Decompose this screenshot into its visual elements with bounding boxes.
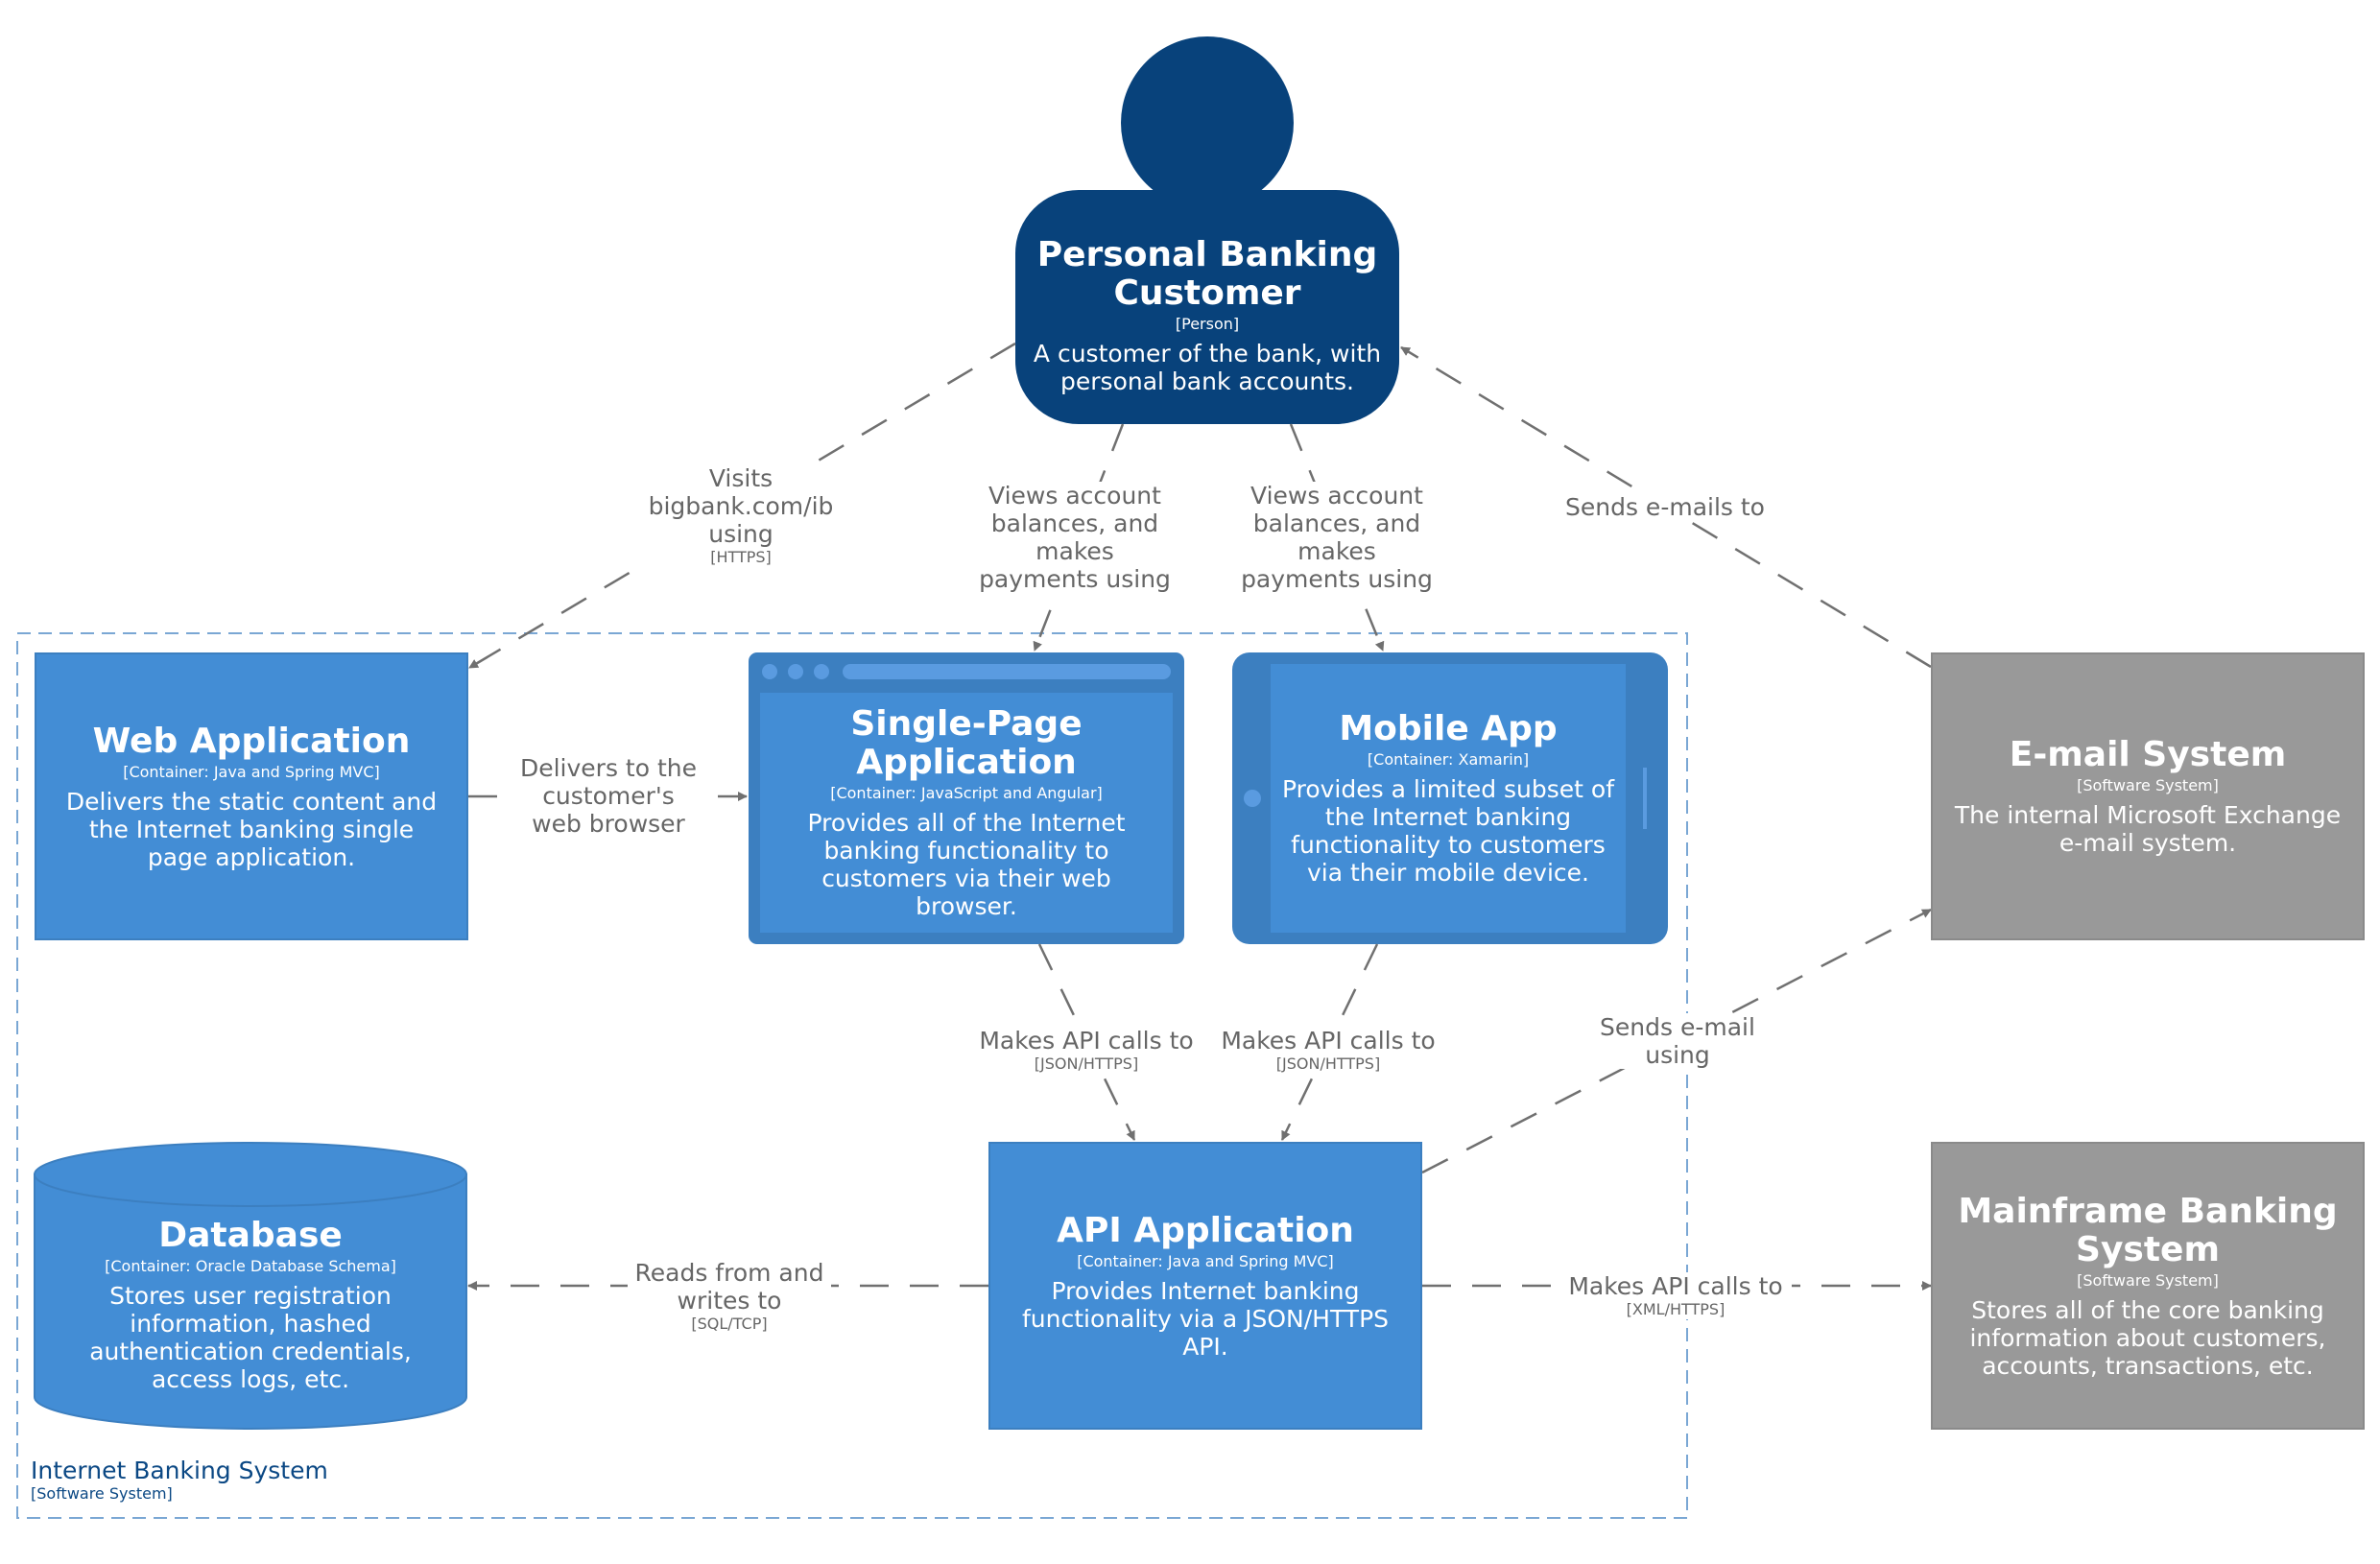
label-reads-writes: Reads from and writes to [SQL/TCP]	[628, 1259, 831, 1334]
api-application-description: Provides Internet banking functionality …	[1021, 1276, 1390, 1361]
label-mobile-api-text: Makes API calls to	[1221, 1027, 1436, 1055]
spa-title: Single-Page Application	[850, 704, 1083, 782]
label-mobile-api-tech: [JSON/HTTPS]	[1275, 1055, 1381, 1073]
email-system-tech: [Software System]	[2077, 776, 2219, 794]
mainframe-system-title: Mainframe Banking System	[1958, 1191, 2338, 1269]
mainframe-system-tech: [Software System]	[2077, 1270, 2219, 1290]
database-cylinder	[34, 1173, 467, 1430]
label-visits: Visits bigbank.com/ib using [HTTPS]	[639, 464, 843, 567]
mobile-app-box[interactable]: Mobile App [Container: Xamarin] Provides…	[1271, 664, 1626, 933]
database-tech: [Container: Oracle Database Schema]	[105, 1257, 396, 1275]
boundary-tech: [Software System]	[31, 1484, 173, 1503]
arrow-sends-email-using	[1421, 908, 1932, 1174]
mainframe-system-description: Stores all of the core banking informati…	[1969, 1295, 2326, 1380]
label-sends-email-using-text: Sends e-mail using	[1600, 1013, 1755, 1069]
email-system-title: E-mail System	[2009, 735, 2287, 774]
label-delivers: Delivers to the customer's web browser	[512, 754, 705, 838]
label-reads-writes-tech: [SQL/TCP]	[691, 1315, 768, 1333]
spa-description: Provides all of the Internet banking fun…	[807, 809, 1126, 920]
label-mainframe-calls-tech: [XML/HTTPS]	[1626, 1300, 1726, 1318]
web-application-tech: [Container: Java and Spring MVC]	[123, 762, 380, 781]
label-mainframe-calls-text: Makes API calls to	[1568, 1272, 1783, 1300]
label-mobile-api: Makes API calls to [JSON/HTTPS]	[1212, 1027, 1444, 1074]
spa-box[interactable]: Single-Page Application [Container: Java…	[760, 693, 1173, 933]
database-description: Stores user registration information, ha…	[89, 1282, 412, 1393]
mobile-home-button	[1244, 790, 1261, 807]
spa-address-bar	[843, 664, 1171, 679]
api-application-box[interactable]: API Application [Container: Java and Spr…	[988, 1142, 1422, 1430]
api-application-tech: [Container: Java and Spring MVC]	[1077, 1251, 1334, 1270]
web-application-description: Delivers the static content and the Inte…	[65, 787, 438, 871]
mobile-app-title: Mobile App	[1339, 709, 1558, 748]
web-application-title: Web Application	[92, 721, 411, 761]
spa-dot-2	[788, 664, 803, 679]
email-system-box[interactable]: E-mail System [Software System] The inte…	[1931, 652, 2365, 940]
label-views-mobile: Views account balances, and makes paymen…	[1235, 482, 1439, 593]
label-sends-emails-text: Sends e-mails to	[1565, 493, 1765, 521]
mobile-app-tech: [Container: Xamarin]	[1367, 750, 1530, 769]
person-tech: [Person]	[1175, 315, 1240, 333]
api-application-title: API Application	[1057, 1210, 1354, 1250]
boundary-name: Internet Banking System	[31, 1457, 328, 1484]
spa-tech: [Container: JavaScript and Angular]	[830, 784, 1103, 802]
database-box[interactable]: Database [Container: Oracle Database Sch…	[35, 1216, 466, 1394]
label-delivers-text: Delivers to the customer's web browser	[519, 754, 698, 838]
email-system-description: The internal Microsoft Exchange e-mail s…	[1954, 801, 2342, 857]
boundary-label: Internet Banking System [Software System…	[31, 1457, 328, 1504]
label-spa-api: Makes API calls to [JSON/HTTPS]	[970, 1027, 1202, 1074]
person-description: A customer of the bank, with personal ba…	[1033, 340, 1382, 395]
mobile-app-description: Provides a limited subset of the Interne…	[1281, 775, 1615, 887]
database-title: Database	[158, 1216, 343, 1255]
mainframe-system-box[interactable]: Mainframe Banking System [Software Syste…	[1931, 1142, 2365, 1430]
spa-dot-3	[814, 664, 829, 679]
label-spa-api-tech: [JSON/HTTPS]	[1034, 1055, 1139, 1073]
database-cylinder-top	[34, 1142, 467, 1207]
spa-dot-1	[762, 664, 777, 679]
web-application-box[interactable]: Web Application [Container: Java and Spr…	[35, 652, 468, 940]
label-reads-writes-text: Reads from and writes to	[634, 1259, 824, 1315]
label-views-mobile-text: Views account balances, and makes paymen…	[1241, 482, 1433, 593]
person-body	[1015, 190, 1399, 424]
label-sends-emails: Sends e-mails to	[1549, 493, 1781, 521]
label-visits-tech: [HTTPS]	[710, 548, 772, 566]
label-spa-api-text: Makes API calls to	[979, 1027, 1194, 1055]
system-boundary	[16, 632, 1688, 1519]
person-card[interactable]: Personal Banking Customer [Person] A cus…	[1015, 190, 1399, 424]
person-title: Personal Banking Customer	[1036, 235, 1378, 313]
label-views-spa-text: Views account balances, and makes paymen…	[979, 482, 1171, 593]
person-head	[1121, 36, 1294, 209]
label-visits-text: Visits bigbank.com/ib using	[648, 464, 834, 548]
label-sends-email-using: Sends e-mail using	[1590, 1013, 1765, 1069]
mobile-speaker	[1643, 768, 1647, 829]
label-mainframe-calls: Makes API calls to [XML/HTTPS]	[1559, 1272, 1792, 1319]
label-views-spa: Views account balances, and makes paymen…	[973, 482, 1177, 593]
